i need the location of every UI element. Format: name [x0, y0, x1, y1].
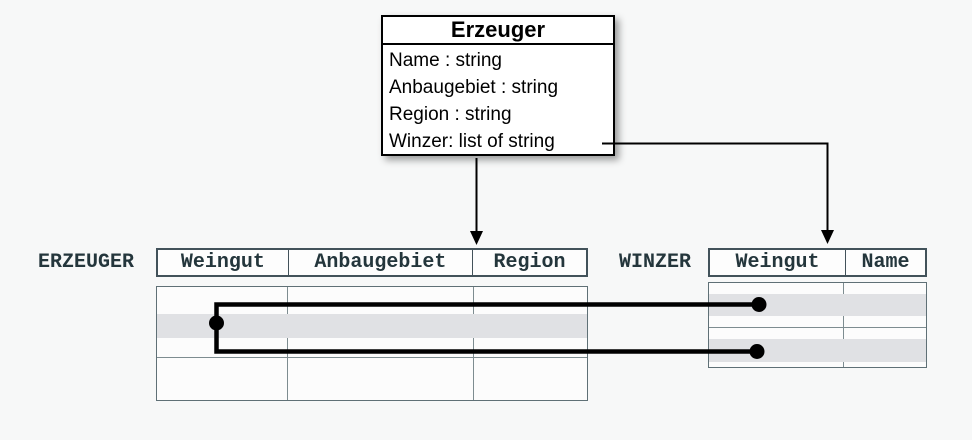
arrow-winzer-attr-to-winzer-stem — [602, 142, 829, 232]
highlighted-row — [709, 339, 926, 362]
row-divider — [157, 357, 587, 358]
table-label-winzer: WINZER — [619, 251, 692, 274]
table-header-erzeuger: Weingut Anbaugebiet Region — [156, 248, 588, 277]
table-label-erzeuger: ERZEUGER — [38, 251, 135, 274]
class-attribute-name: Name : string — [389, 50, 502, 71]
class-attribute-list: Name : string Anbaugebiet : string Regio… — [383, 45, 613, 155]
class-title: Erzeuger — [383, 17, 613, 45]
column-divider — [473, 287, 474, 400]
column-header-weingut: Weingut — [180, 251, 265, 274]
table-body-erzeuger — [156, 286, 588, 401]
column-divider — [287, 287, 288, 400]
table-body-winzer — [708, 282, 927, 368]
table-header-winzer: Weingut Name — [708, 248, 927, 277]
column-header-region: Region — [472, 250, 586, 275]
column-divider — [843, 283, 844, 367]
highlighted-row — [157, 314, 587, 338]
class-attribute-anbaugebiet: Anbaugebiet : string — [389, 77, 559, 98]
arrowhead-down-icon — [470, 231, 483, 245]
row-divider — [709, 327, 926, 328]
arrowhead-down-icon — [821, 230, 834, 244]
class-box-erzeuger: Erzeuger Name : string Anbaugebiet : str… — [381, 15, 615, 156]
class-attribute-winzer: Winzer: list of string — [389, 131, 555, 152]
class-attribute-region: Region : string — [389, 104, 512, 125]
column-header-weingut: Weingut — [735, 251, 820, 274]
highlighted-row — [709, 294, 926, 316]
column-header-name: Name — [845, 250, 925, 275]
column-header-anbaugebiet: Anbaugebiet — [287, 250, 472, 275]
